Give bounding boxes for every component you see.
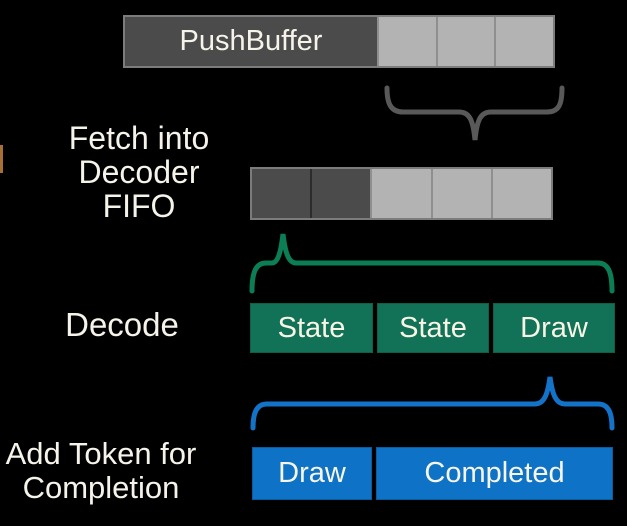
completion-brace [250, 376, 615, 431]
pushbuffer-empty-cell [435, 17, 495, 66]
fetch-into-decoder-fifo-label: Fetch into Decoder FIFO [28, 121, 250, 223]
fetch-label-line-2: Decoder [78, 154, 200, 190]
decode-brace [249, 233, 615, 294]
fifo-filled-cell [252, 169, 311, 218]
decode-label: Decode [65, 306, 179, 343]
fetch-label-line-1: Fetch into [68, 120, 210, 156]
pushbuffer-label: PushBuffer [179, 25, 323, 57]
decode-bar: State State Draw [250, 303, 615, 353]
fetch-brace [384, 85, 565, 141]
decode-cell-state-2: State [377, 303, 489, 353]
fifo-filled-cell [310, 169, 371, 218]
decode-cell-draw: Draw [493, 303, 615, 353]
completion-cell-draw: Draw [252, 447, 372, 500]
completion-cell-completed: Completed [376, 447, 613, 500]
pushbuffer-empty-cell [494, 17, 554, 66]
fifo-empty-cell [370, 169, 431, 218]
pushbuffer-bar: PushBuffer [123, 15, 555, 68]
fetch-label-line-3: FIFO [102, 188, 176, 224]
edge-accent-sliver [0, 145, 3, 173]
pushbuffer-empty-cell [377, 17, 436, 66]
fifo-empty-cell [490, 169, 552, 218]
pushbuffer-filled-segment: PushBuffer [125, 17, 377, 66]
fifo-empty-cell [430, 169, 491, 218]
fifo-bar [250, 167, 553, 220]
completion-bar: Draw Completed [252, 447, 613, 500]
completion-label-line-1: Add Token for [5, 436, 197, 471]
decode-cell-state-1: State [250, 303, 373, 353]
add-token-for-completion-label: Add Token for Completion [0, 437, 202, 505]
completion-label-line-2: Completion [22, 470, 180, 505]
